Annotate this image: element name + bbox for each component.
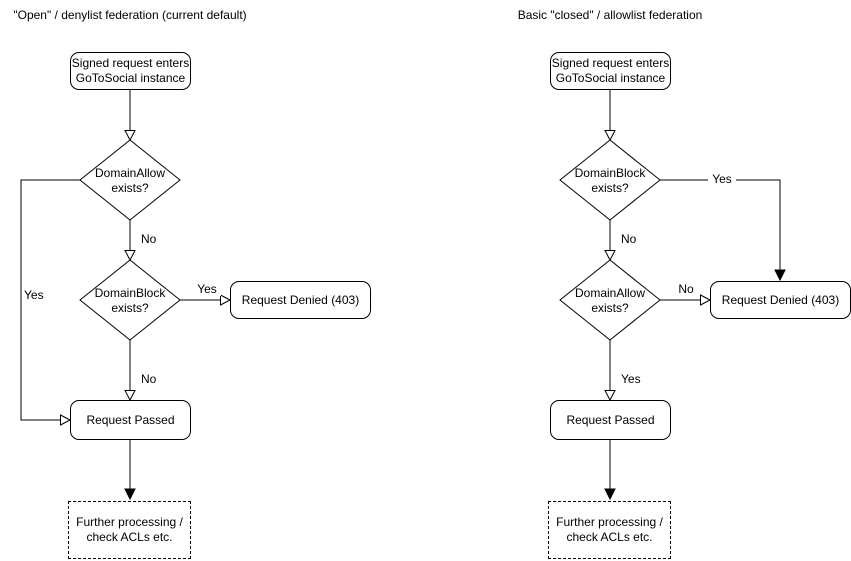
left-further-node: Further processing / check ACLs etc.	[68, 501, 191, 559]
left-decision2-label: DomainBlock exists?	[94, 286, 166, 315]
right-further-node: Further processing / check ACLs etc.	[548, 501, 671, 559]
arrowhead-solid	[774, 269, 786, 282]
right-denied-node: Request Denied (403)	[710, 281, 851, 319]
right-decision1-label: DomainBlock exists?	[574, 166, 646, 195]
arrowhead-open	[124, 130, 136, 142]
left-decision1-label: DomainAllow exists?	[94, 166, 166, 195]
arrowhead-open	[700, 294, 712, 306]
arrowhead-open	[124, 390, 136, 402]
right-decision1-no-edge-label: No	[620, 232, 638, 247]
left-decision1-yes-edge-label: Yes	[23, 288, 45, 303]
connector-line	[660, 179, 781, 270]
right-decision2-label: DomainAllow exists?	[574, 286, 646, 315]
left-decision1-no-edge-label: No	[140, 232, 158, 247]
left-decision2-no-edge-label: No	[140, 372, 158, 387]
arrowhead-open	[60, 414, 72, 426]
right-decision1-yes-edge-label: Yes	[708, 172, 736, 187]
arrowhead-solid	[124, 488, 136, 501]
arrowhead-open	[124, 250, 136, 262]
right-decision2-yes-edge-label: Yes	[620, 372, 642, 387]
arrowhead-open	[604, 250, 616, 262]
arrowhead-open	[220, 294, 232, 306]
left-denied-node: Request Denied (403)	[230, 281, 371, 319]
left-flowchart-edges	[20, 90, 232, 501]
left-diagram-title: "Open" / denylist federation (current de…	[13, 8, 247, 22]
left-start-node: Signed request enters GoToSocial instanc…	[70, 52, 191, 90]
right-start-node: Signed request enters GoToSocial instanc…	[550, 52, 671, 90]
left-decision2-yes-edge-label: Yes	[193, 282, 221, 297]
right-diagram-title: Basic "closed" / allowlist federation	[517, 8, 703, 22]
arrowhead-solid	[604, 488, 616, 501]
right-flowchart-edges	[559, 90, 786, 501]
right-decision2-no-edge-label: No	[672, 282, 700, 297]
arrowhead-open	[604, 130, 616, 142]
left-passed-node: Request Passed	[70, 400, 191, 440]
connector-line	[20, 179, 80, 421]
right-passed-node: Request Passed	[550, 400, 671, 440]
arrowhead-open	[604, 390, 616, 402]
